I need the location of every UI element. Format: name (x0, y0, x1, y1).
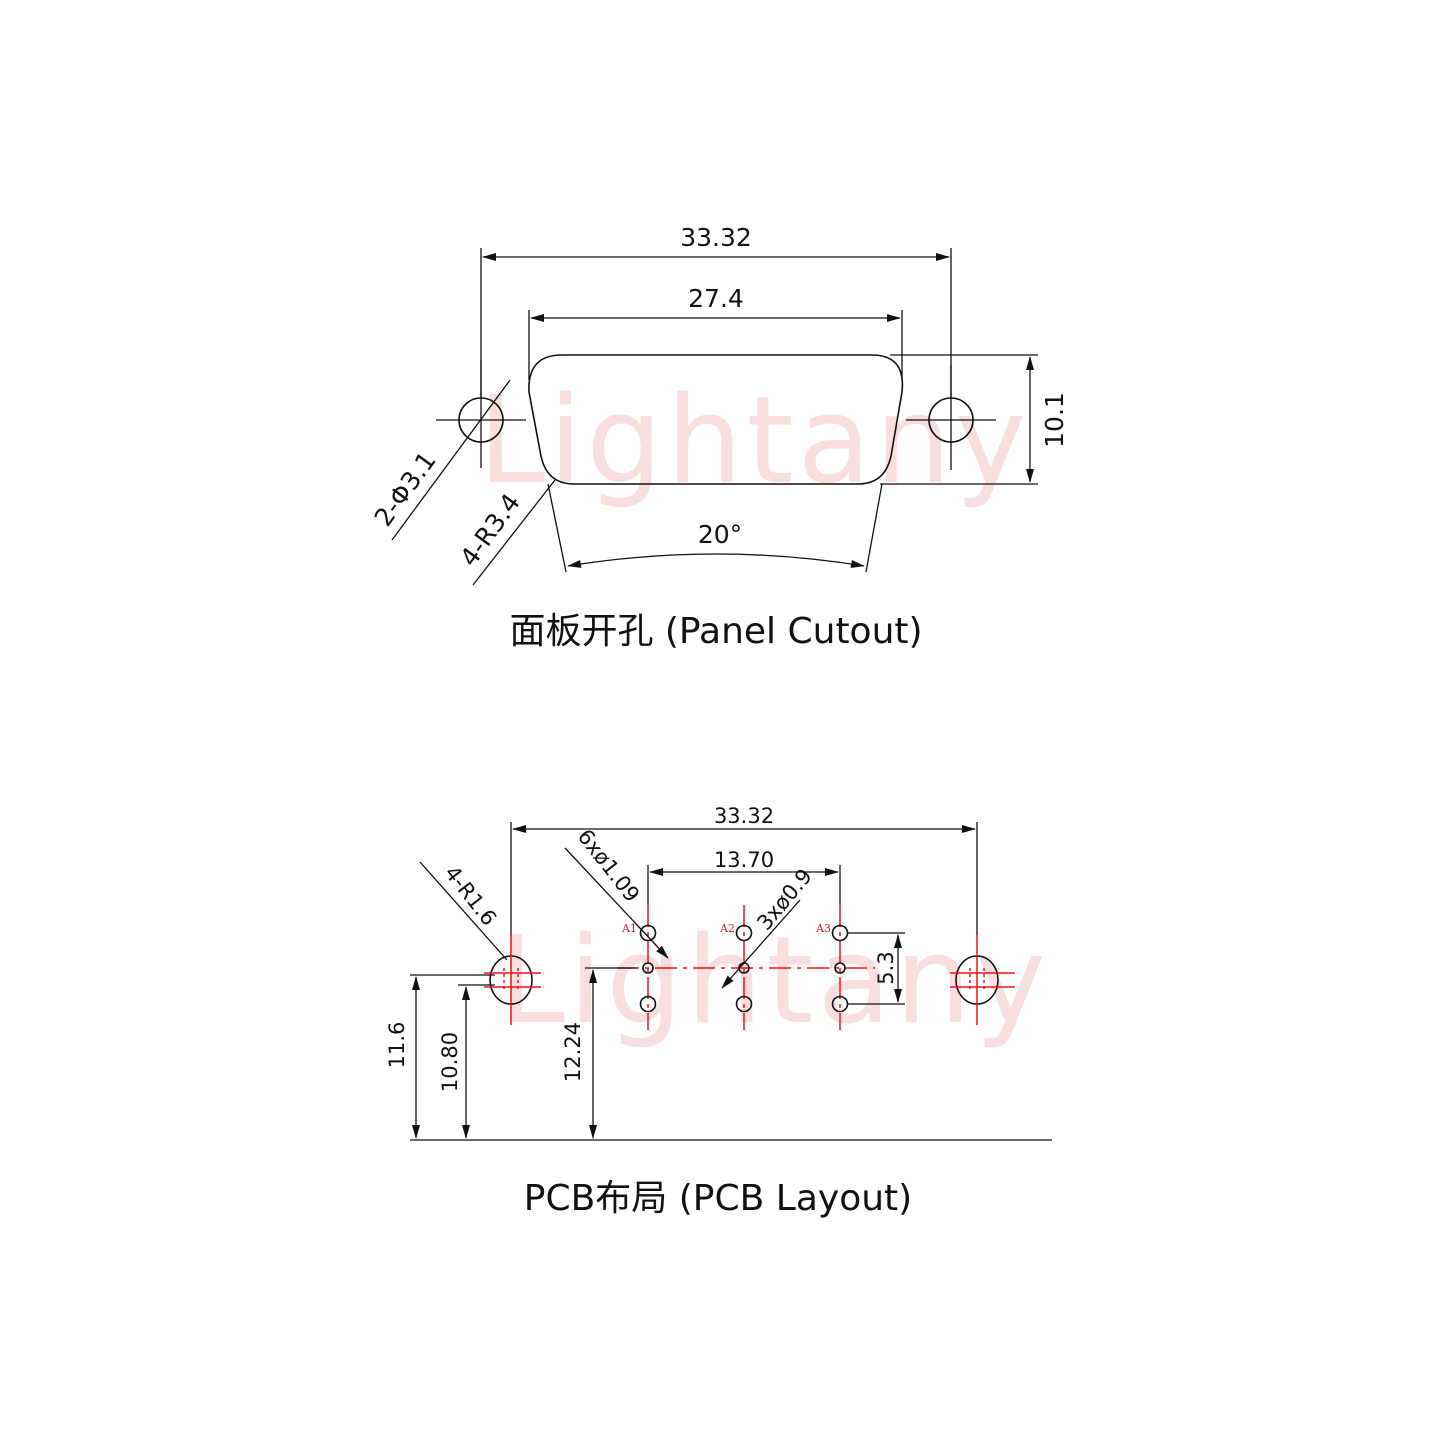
slot-centerlines (484, 935, 1015, 1025)
pcb-dim-overall-width: 33.32 (714, 804, 774, 828)
pin-label-a2: A2 (719, 922, 735, 935)
pin-holes (639, 924, 849, 1013)
pin-hole-a3-mid (834, 962, 846, 974)
dim-angle: 20° (698, 520, 742, 549)
pin-hole-a3-top (831, 924, 849, 942)
pcb-dim-height-b: 10.80 (438, 1032, 462, 1092)
pcb-dim-height-a: 11.6 (385, 1022, 409, 1069)
pcb-dim-pin-spacing: 13.70 (714, 848, 774, 872)
pcb-layout-drawing: A1 A2 A3 33.32 13.70 6xø1.09 3xø0.9 5.3 … (385, 804, 1052, 1219)
pin-hole-a1-top (639, 924, 657, 942)
leader-small-holes (564, 847, 669, 959)
pcb-dim-row-pitch: 5.3 (874, 951, 898, 984)
caption-panel-cutout: 面板开孔 (Panel Cutout) (509, 611, 922, 652)
pin-label-a3: A3 (815, 922, 831, 935)
dim-mount-hole: 2-Φ3.1 (369, 446, 442, 531)
pin-hole-a2-top (735, 924, 753, 942)
dim-height: 10.1 (1040, 392, 1069, 448)
leader-slot-radius (419, 861, 508, 961)
pin-hole-a1-bottom (639, 995, 657, 1013)
watermark-top: Lightany (478, 372, 1030, 511)
pin-hole-a1-mid (642, 962, 654, 974)
leader-mount-hole (391, 379, 511, 541)
dim-shell-width: 27.4 (688, 284, 744, 313)
caption-pcb-layout: PCB布局 (PCB Layout) (524, 1178, 912, 1219)
pcb-dim-height-c: 12.24 (561, 1022, 585, 1082)
pin-hole-a2-bottom (735, 995, 753, 1013)
pin-label-a1: A1 (621, 922, 637, 935)
leader-corner-radius (472, 479, 556, 586)
panel-shell-outline (528, 354, 904, 485)
dim-overall-width: 33.32 (680, 223, 752, 252)
pin-hole-a3-bottom (831, 995, 849, 1013)
dim-arc-angle (567, 553, 865, 568)
leader-large-holes (721, 899, 801, 989)
